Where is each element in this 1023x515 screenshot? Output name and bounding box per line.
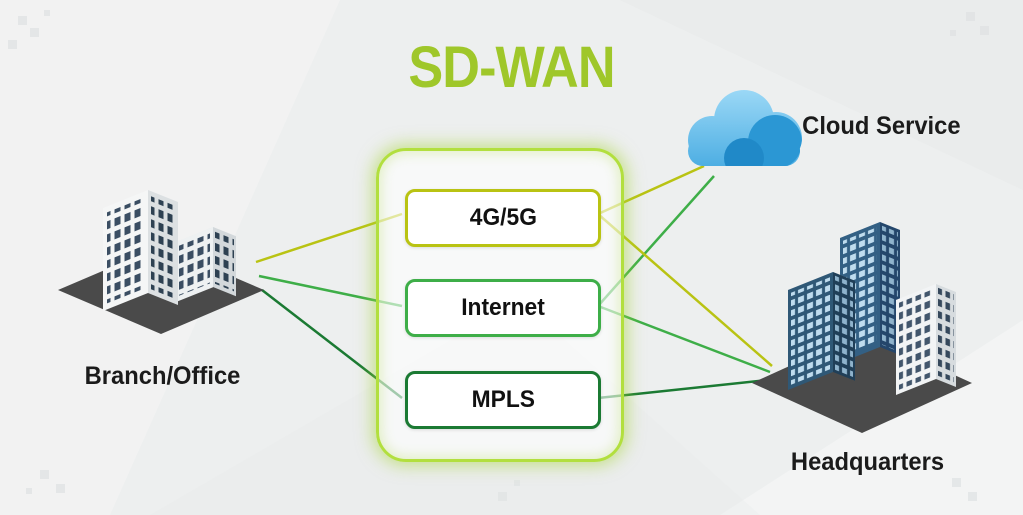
cloud-service-label: Cloud Service [802, 112, 961, 140]
branch-office-label: Branch/Office [84, 362, 241, 390]
transport-box-4g5g: 4G/5G [405, 189, 601, 247]
headquarters-label: Headquarters [790, 448, 945, 476]
diagram-title: SD-WAN [408, 35, 615, 100]
sdwan-panel: 4G/5G Internet MPLS [376, 148, 624, 462]
headquarters-building-icon [752, 222, 972, 433]
transport-box-mpls: MPLS [405, 371, 601, 429]
line-4g5g-headquarters [597, 213, 773, 367]
transport-label-4g5g: 4G/5G [469, 204, 537, 231]
transport-label-internet: Internet [461, 294, 545, 321]
branch-office-building-icon [58, 190, 264, 334]
transport-label-mpls: MPLS [471, 386, 535, 413]
transport-box-internet: Internet [405, 279, 601, 337]
